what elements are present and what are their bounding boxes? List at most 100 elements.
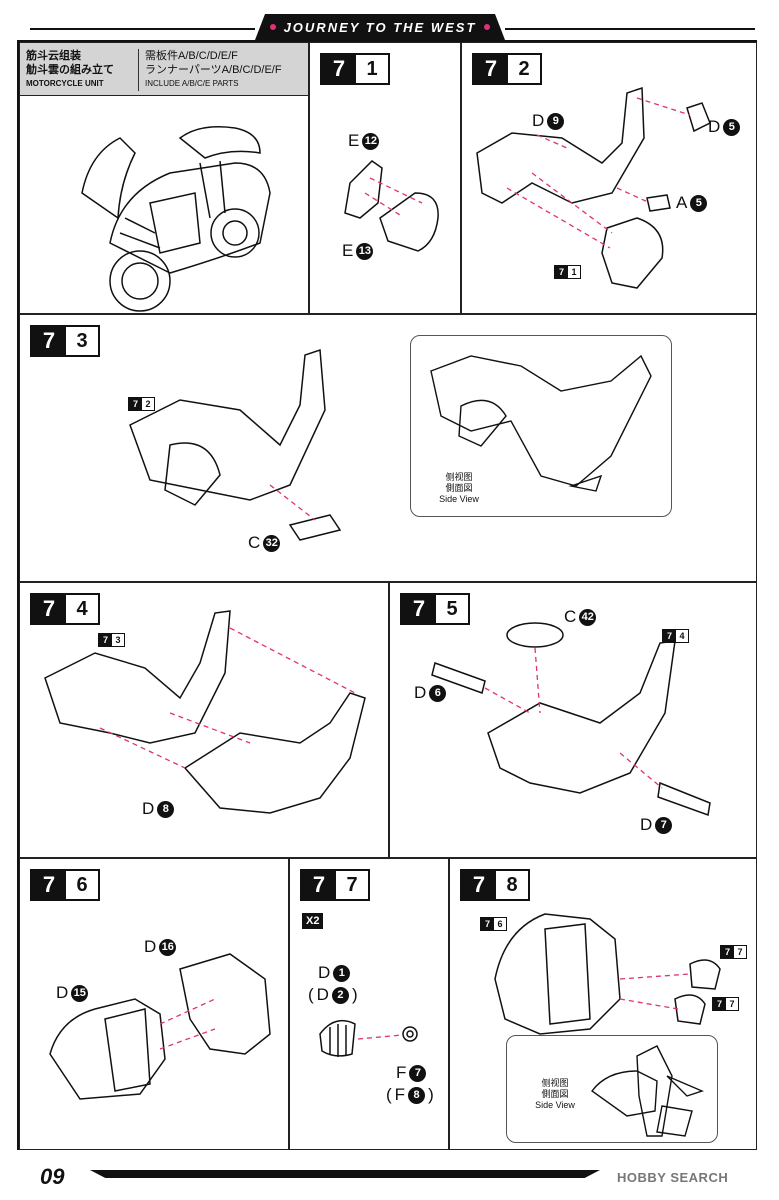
part-number: 8 — [157, 800, 175, 818]
part-number: 7 — [409, 1064, 427, 1082]
part-letter: D — [316, 985, 329, 1004]
ref-minor: 2 — [142, 398, 154, 410]
ref-major: 7 — [129, 398, 142, 410]
part-number: 16 — [159, 938, 177, 956]
unit-parts-zh: 需板件A/B/C/D/E/F — [145, 50, 238, 62]
unit-parts-en: INCLUDE A/B/C/E PARTS — [145, 79, 239, 88]
part-label-d6: D 6 — [414, 683, 447, 703]
part-letter: D — [414, 683, 427, 702]
step-7-1-illustration — [344, 160, 439, 252]
step-7-6-panel: 7 6 D 16 D 15 — [19, 858, 289, 1150]
unit-parts-ja: ランナーパーツA/B/C/D/E/F — [145, 64, 282, 76]
side-view-illustration-7-8 — [591, 1045, 704, 1137]
step-7-3-badge: 7 3 — [30, 325, 100, 357]
step-major: 7 — [32, 871, 66, 899]
footer-bar — [90, 1170, 600, 1178]
step-minor: 4 — [66, 595, 98, 623]
ref-minor: 3 — [112, 634, 124, 646]
header-banner: JOURNEY TO THE WEST — [255, 14, 505, 40]
part-number: 2 — [331, 986, 349, 1004]
header-rule-right — [505, 28, 755, 30]
part-letter: D — [318, 963, 331, 982]
step-7-8-panel: 7 8 7 6 7 7 7 7 — [449, 858, 757, 1150]
step-7-2-badge: 7 2 — [472, 53, 542, 85]
ref-badge-7-3: 7 3 — [98, 633, 125, 647]
part-letter: D — [532, 111, 545, 130]
part-label-d9: D 9 — [532, 111, 565, 131]
part-label-e12: E 12 — [348, 131, 380, 151]
side-caption-ja: 側面図 — [541, 1089, 569, 1099]
dot-left-icon — [269, 24, 276, 30]
ref-badge-7-4: 7 4 — [662, 629, 689, 643]
part-letter: D — [144, 937, 157, 956]
step-7-7-badge: 7 7 — [300, 869, 370, 901]
header-title: JOURNEY TO THE WEST — [283, 19, 477, 35]
dot-right-icon — [484, 24, 491, 30]
part-letter: E — [342, 241, 354, 260]
ref-major: 7 — [555, 266, 568, 278]
step-7-4-illustration — [44, 610, 366, 814]
unit-name-ja: 觔斗雲の組み立て — [26, 64, 114, 76]
ref-badge-7-7-lower: 7 7 — [712, 997, 739, 1011]
watermark-text: HOBBY SEARCH — [617, 1170, 729, 1185]
part-label-d16: D 16 — [144, 937, 177, 957]
part-letter: C — [248, 533, 261, 552]
step-7-3-illustration — [129, 348, 342, 541]
multiplier-badge: X2 — [302, 913, 324, 929]
part-number: 8 — [408, 1086, 426, 1104]
step-minor: 1 — [356, 55, 388, 83]
step-major: 7 — [322, 55, 356, 83]
part-number: 9 — [547, 112, 565, 130]
part-letter: D — [56, 983, 69, 1002]
side-caption-ja: 側面図 — [445, 483, 473, 493]
step-major: 7 — [402, 595, 436, 623]
step-7-6-badge: 7 6 — [30, 869, 100, 901]
ref-minor: 1 — [568, 266, 580, 278]
part-number: 7 — [655, 816, 673, 834]
header-rule-left — [30, 28, 255, 30]
paren-open: ( — [308, 985, 314, 1004]
part-label-d8: D 8 — [142, 799, 175, 819]
step-major: 7 — [474, 55, 508, 83]
ref-badge-7-6: 7 6 — [480, 917, 507, 931]
step-7-5-panel: 7 5 C 42 7 4 D 6 D 7 — [389, 582, 757, 858]
part-label-f8: ( F 8 ) — [386, 1085, 434, 1105]
step-major: 7 — [302, 871, 336, 899]
side-caption-zh: 侧视图 — [541, 1078, 569, 1088]
step-minor: 6 — [66, 871, 98, 899]
side-caption-en: Side View — [439, 494, 479, 504]
part-letter: D — [640, 815, 653, 834]
unit-parts: 需板件A/B/C/D/E/F ランナーパーツA/B/C/D/E/F INCLUD… — [138, 49, 282, 91]
step-major: 7 — [462, 871, 496, 899]
part-number: 13 — [356, 242, 374, 260]
part-label-d7: D 7 — [640, 815, 673, 835]
step-7-5-badge: 7 5 — [400, 593, 470, 625]
step-major: 7 — [32, 327, 66, 355]
part-label-d1: D 1 — [318, 963, 351, 983]
part-letter: D — [142, 799, 155, 818]
ref-minor: 7 — [726, 998, 738, 1010]
paren-open: ( — [386, 1085, 392, 1104]
ref-major: 7 — [713, 998, 726, 1010]
step-7-8-illustration — [494, 913, 721, 1035]
part-letter: A — [676, 193, 688, 212]
paren-close: ) — [428, 1085, 434, 1104]
ref-badge-7-2: 7 2 — [128, 397, 155, 411]
ref-badge-7-7-upper: 7 7 — [720, 945, 747, 959]
unit-name-zh: 筋斗云组装 — [26, 50, 81, 62]
step-7-6-illustration — [49, 953, 271, 1100]
ref-badge-7-1: 7 1 — [554, 265, 581, 279]
side-view-box-7-3: 侧视图 側面図 Side View — [410, 335, 672, 517]
step-7-2-panel: 7 2 D 9 D 5 A 5 7 1 — [461, 42, 757, 314]
part-number: 15 — [71, 984, 89, 1002]
step-minor: 2 — [508, 55, 540, 83]
part-number: 12 — [362, 132, 380, 150]
step-minor: 8 — [496, 871, 528, 899]
part-number: 42 — [579, 608, 597, 626]
step-7-2-illustration — [476, 86, 711, 289]
side-caption-zh: 侧视图 — [445, 472, 473, 482]
step-7-7-panel: 7 7 X2 D 1 ( D 2 ) F 7 ( F 8 ) — [289, 858, 449, 1150]
part-label-c42: C 42 — [564, 607, 597, 627]
part-number: 32 — [263, 534, 281, 552]
page-number: 09 — [40, 1164, 65, 1189]
